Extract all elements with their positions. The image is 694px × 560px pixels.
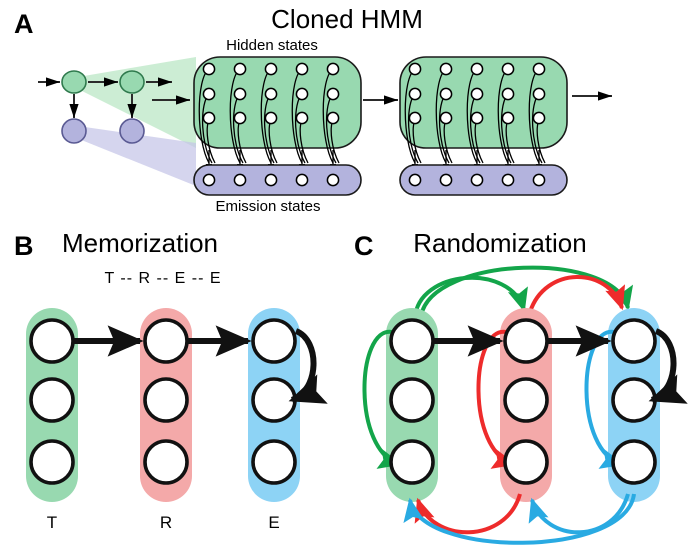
column-label-e: E — [268, 513, 279, 532]
arrow-e1-to-e2-black-c — [648, 328, 688, 404]
small-emission-node-1 — [61, 118, 87, 144]
emission-states-box-2 — [399, 164, 568, 196]
small-hidden-node-1 — [61, 70, 87, 94]
clone-block-1 — [193, 56, 362, 196]
arc-r-to-e-red — [528, 275, 626, 313]
panel-b-letter: B — [14, 231, 34, 261]
hidden-nodes-block-1 — [202, 62, 340, 125]
emission-states-label: Emission states — [215, 198, 320, 215]
loop-t1-to-t3-green — [362, 329, 403, 469]
column-label-t: T — [47, 513, 57, 532]
hidden-states-box-1 — [193, 56, 362, 149]
arc-r-to-t-red — [414, 493, 522, 535]
arrow-e1-to-e2 — [288, 328, 328, 404]
clone-block-2 — [399, 56, 568, 196]
hidden-nodes-block-2 — [408, 62, 546, 125]
panel-c-title: Randomization — [413, 228, 586, 258]
panel-c-graph — [362, 265, 688, 545]
hidden-states-box-2 — [399, 56, 568, 149]
expansion-cone-emission — [64, 124, 196, 186]
panel-a-title: Cloned HMM — [271, 4, 423, 34]
panel-b-title: Memorization — [62, 228, 218, 258]
emission-states-box-1 — [193, 164, 362, 196]
small-chain — [38, 70, 190, 144]
panel-c-letter: C — [354, 231, 374, 261]
panel-a-letter: A — [14, 9, 34, 39]
small-emission-node-2 — [119, 118, 145, 144]
small-hidden-node-2 — [119, 70, 145, 94]
hidden-states-label: Hidden states — [226, 37, 318, 54]
panel-b-sequence: T -- R -- E -- E — [104, 270, 221, 287]
emission-nodes-block-2 — [408, 173, 546, 187]
arc-e-to-t-blue — [403, 493, 636, 545]
panel-b-columns: T R E — [26, 308, 328, 532]
column-label-r: R — [160, 513, 172, 532]
emission-nodes-block-1 — [202, 173, 340, 187]
arc-e-to-r-blue — [528, 493, 630, 535]
